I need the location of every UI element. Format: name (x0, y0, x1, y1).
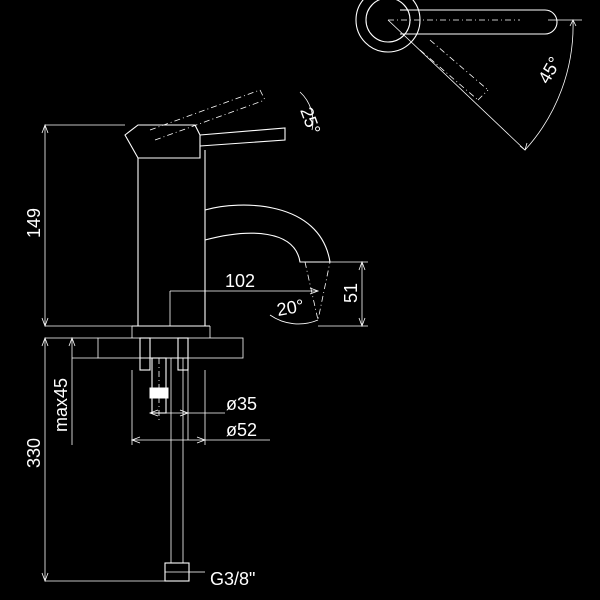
top-lever (400, 9, 558, 35)
label-height-total: 330 (24, 438, 44, 468)
label-max-deck: max45 (51, 378, 71, 432)
label-height-body: 149 (24, 208, 44, 238)
top-lever-rotated (419, 39, 489, 101)
side-view (97, 89, 331, 582)
lever-housing (124, 124, 201, 159)
label-lever-angle-top: 45° (534, 53, 565, 87)
top-body-circle (355, 0, 421, 53)
top-angle-arc (524, 19, 574, 151)
label-spout-height: 51 (341, 283, 361, 303)
label-thread: G3/8" (210, 569, 255, 589)
label-lever-angle-side: 25° (296, 105, 324, 137)
label-dia-inner: ø35 (226, 394, 257, 414)
deck-section (97, 337, 244, 359)
label-spout-reach: 102 (225, 271, 255, 291)
label-spout-angle: 20° (275, 296, 305, 320)
mount-left (139, 337, 151, 371)
top-angle-line (387, 19, 526, 151)
top-view (355, 0, 582, 151)
top-inner-circle (365, 0, 411, 43)
braided-hose (170, 357, 184, 564)
lever-handle (199, 127, 286, 147)
dimension-lines (41, 123, 368, 583)
label-dia-outer: ø52 (226, 420, 257, 440)
faucet-spout (204, 204, 331, 263)
faucet-body (137, 150, 206, 327)
lever-raised (149, 89, 266, 141)
